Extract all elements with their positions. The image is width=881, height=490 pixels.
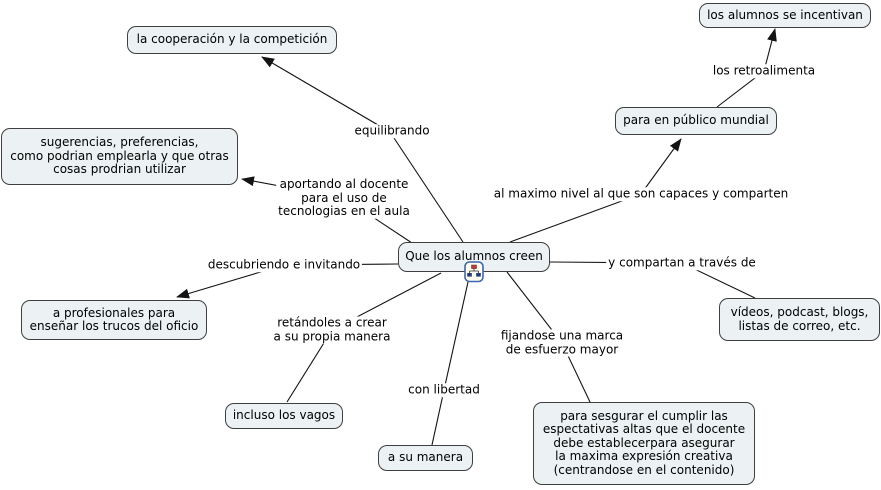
link-label-aportando-docente[interactable]: aportando al docente para el uso de tecn… bbox=[276, 176, 412, 219]
cmap-attachment-icon[interactable] bbox=[464, 261, 484, 283]
concept-node-sugerencias[interactable]: sugerencias, preferencias, como podrian … bbox=[1, 128, 238, 185]
link-label-equilibrando[interactable]: equilibrando bbox=[352, 123, 432, 138]
concept-node-incluso-vagos[interactable]: incluso los vagos bbox=[225, 403, 343, 429]
link-label-con-libertad[interactable]: con libertad bbox=[406, 382, 482, 397]
link-label-descubriendo-invitando[interactable]: descubriendo e invitando bbox=[205, 257, 363, 272]
concept-node-videos-podcast[interactable]: vídeos, podcast, blogs, listas de correo… bbox=[719, 298, 880, 341]
link-label-al-maximo-nivel[interactable]: al maximo nivel al que son capaces y com… bbox=[491, 186, 791, 201]
concept-node-a-su-manera[interactable]: a su manera bbox=[378, 445, 473, 471]
concept-node-alumnos-incentivan[interactable]: los alumnos se incentivan bbox=[699, 3, 871, 28]
concept-node-la-cooperacion[interactable]: la cooperación y la competición bbox=[127, 26, 337, 54]
link-label-retandoles-crear[interactable]: retándoles a crear a su propia manera bbox=[271, 315, 393, 344]
concept-node-publico-mundial[interactable]: para en público mundial bbox=[615, 107, 777, 135]
link-label-y-compartan[interactable]: y compartan a través de bbox=[606, 255, 758, 270]
concept-node-profesionales[interactable]: a profesionales para enseñar los trucos … bbox=[21, 300, 207, 340]
concept-node-asegurar-expectativas[interactable]: para sesgurar el cumplir las espectativa… bbox=[533, 402, 755, 485]
connector-con-libertad bbox=[431, 281, 469, 446]
link-label-fijandose-marca[interactable]: fijandose una marca de esfuerzo mayor bbox=[498, 328, 626, 357]
link-label-los-retroalimenta[interactable]: los retroalimenta bbox=[710, 63, 818, 78]
